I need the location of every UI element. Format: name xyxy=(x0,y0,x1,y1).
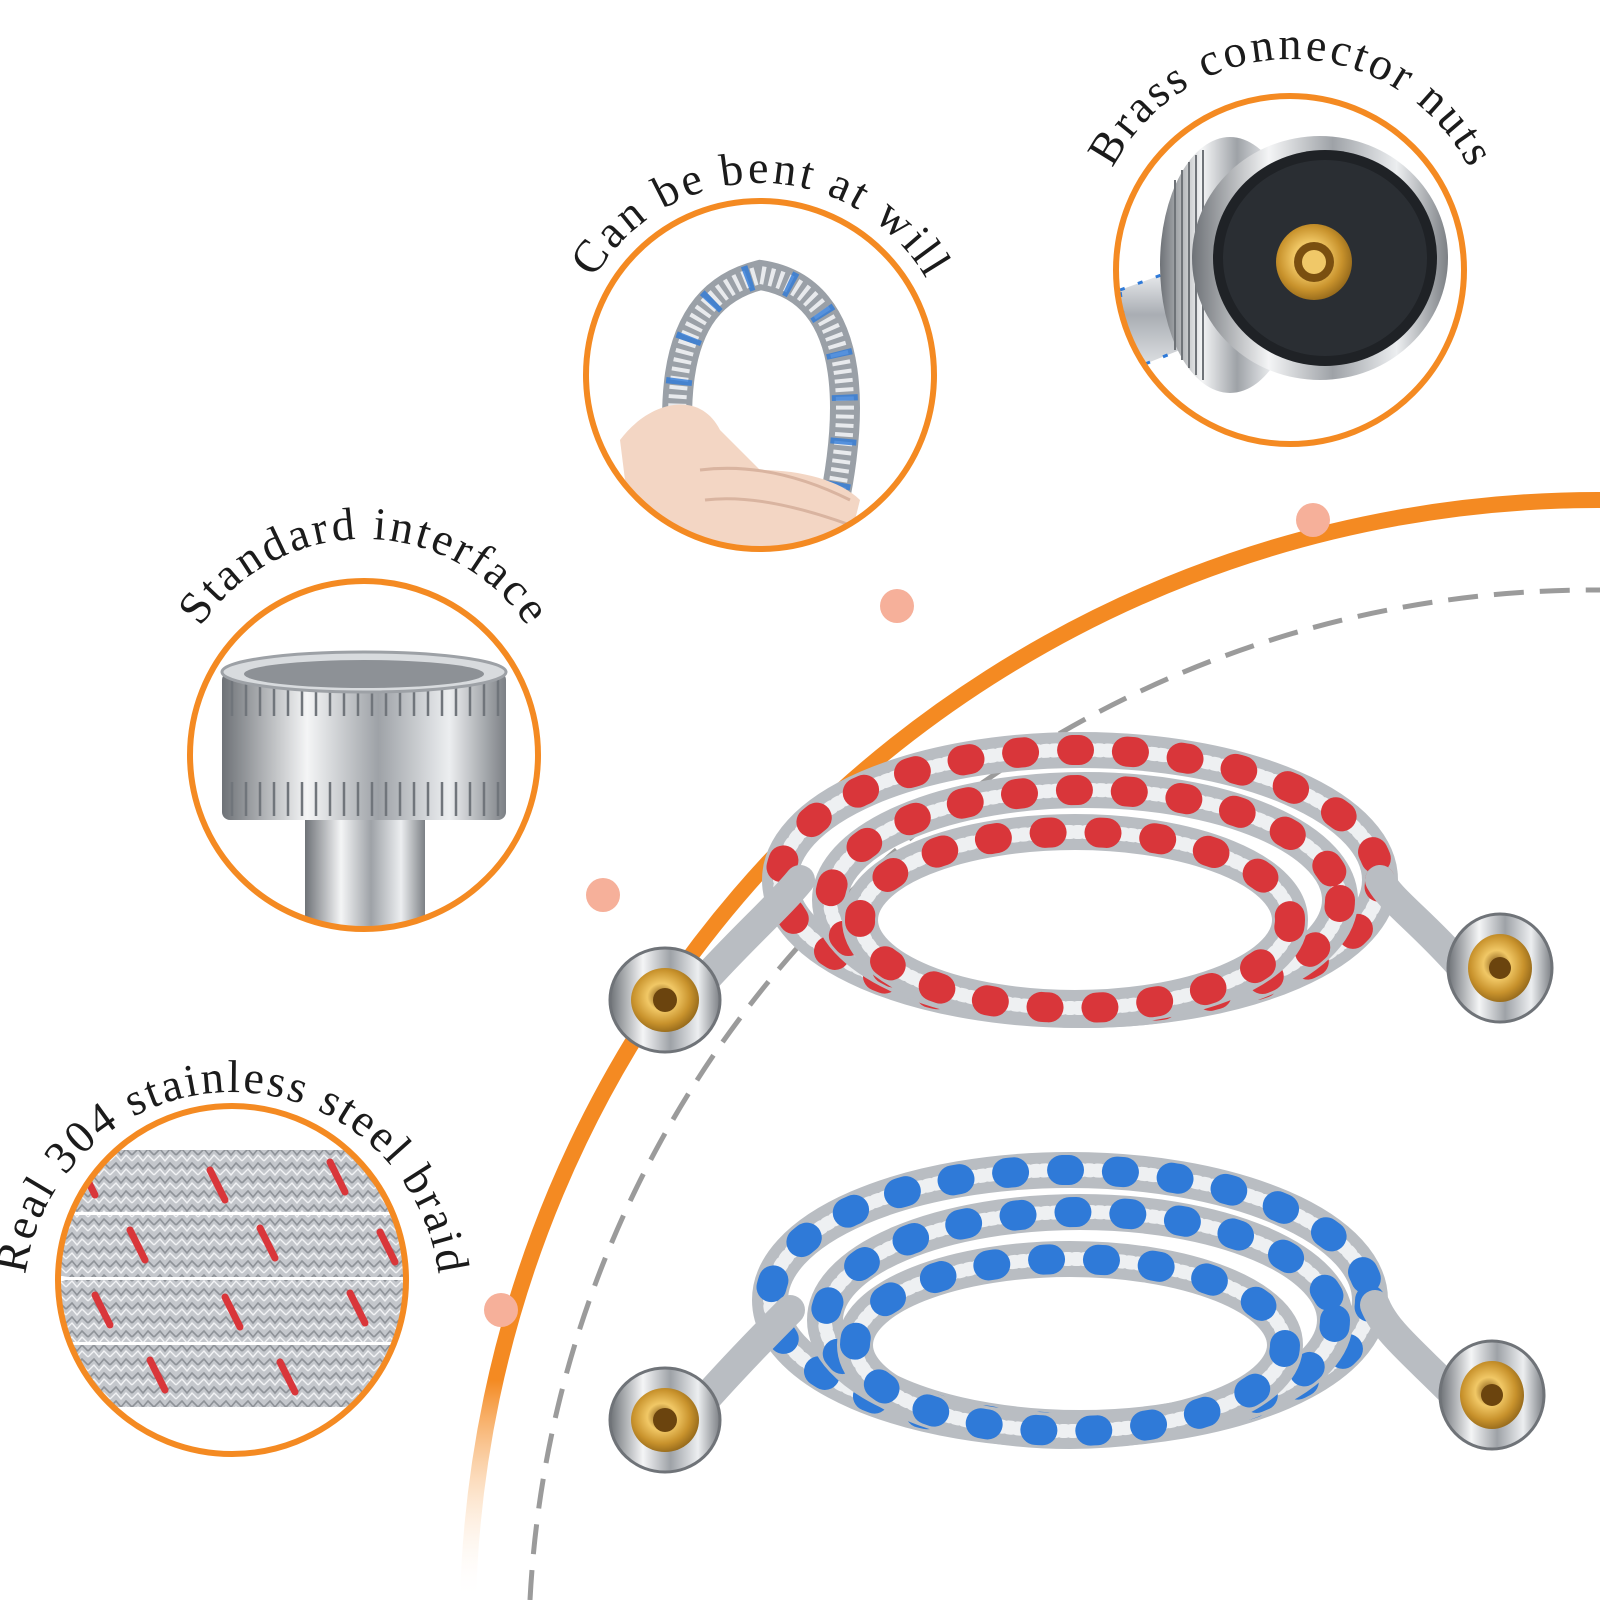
decorative-dashed-arc xyxy=(527,587,1600,1600)
red-hose-left-nut xyxy=(608,946,722,1054)
feature-braid: Real 304 stainless steel braid xyxy=(0,1051,478,1457)
blue-hose-right-nut xyxy=(1438,1339,1546,1451)
decorative-dots xyxy=(484,503,1330,1327)
red-hose-right-nut xyxy=(1446,912,1554,1024)
red-hose-coil-icon xyxy=(608,732,1554,1054)
feature-interface: Standard interface xyxy=(167,498,560,932)
blue-hose-left-nut xyxy=(608,1366,722,1474)
feature-bend: Can be bent at will xyxy=(560,142,960,552)
blue-hose-coil-icon xyxy=(608,1152,1546,1474)
female-fitting-icon xyxy=(192,583,536,927)
hose-loop-icon xyxy=(588,203,932,547)
braid-closeup-icon xyxy=(60,1108,404,1452)
feature-nut: Brass connector nuts xyxy=(1077,18,1504,447)
connector-nut-icon xyxy=(1118,98,1462,442)
